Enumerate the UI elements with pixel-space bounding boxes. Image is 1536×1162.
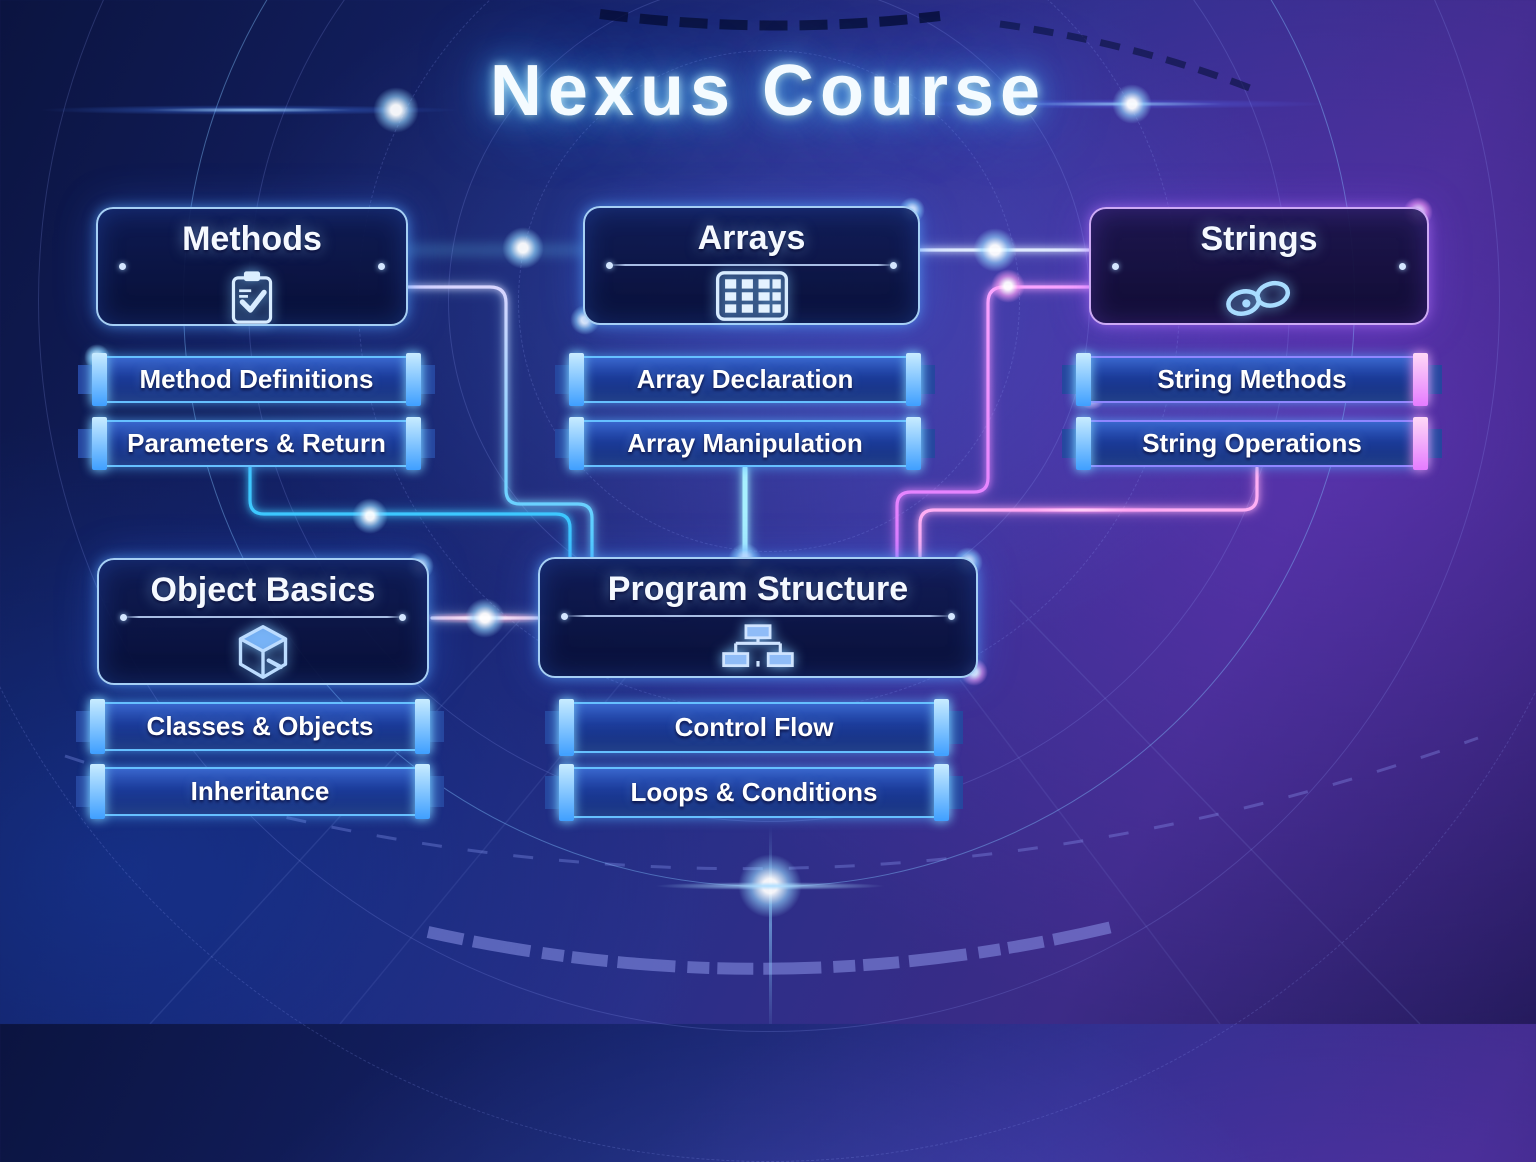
node-divider [606,262,897,268]
subtopic-label: String Operations [1142,428,1362,458]
subtopic-label: Array Declaration [636,364,854,394]
clipboard-check-icon [225,269,279,327]
page-title: Nexus Course [489,51,1047,131]
subtopic-label: Classes & Objects [146,711,374,741]
node-program-structure[interactable]: Program Structure [538,557,978,678]
connector-parameters-program [248,464,572,559]
node-title: Arrays [697,219,806,257]
node-divider [120,614,406,620]
subtopic-label: Loops & Conditions [630,777,878,807]
node-divider [561,613,955,619]
node-title: Methods [182,220,322,258]
node-methods[interactable]: Methods [96,207,408,326]
cube-icon [232,622,294,683]
node-title: Object Basics [150,571,376,609]
subtopic-label: String Methods [1157,364,1347,394]
subtopic-parameters-return[interactable]: Parameters & Return [92,417,421,470]
node-title: Program Structure [607,570,909,608]
node-arrays[interactable]: Arrays [583,206,920,325]
subtopic-label: Array Manipulation [627,428,863,458]
subtopic-label: Control Flow [674,712,834,742]
subtopic-string-operations[interactable]: String Operations [1076,417,1428,470]
subtopic-label: Inheritance [190,776,330,806]
subtopic-label: Parameters & Return [127,428,386,458]
grid-icon [714,270,790,323]
subtopic-array-manipulation[interactable]: Array Manipulation [569,417,921,470]
light-flares [40,84,1433,1024]
chain-link-icon [1213,269,1305,327]
subtopic-control-flow[interactable]: Control Flow [559,699,949,756]
connector-stringops-program [918,466,1259,559]
connector-strings-program [895,285,1092,559]
subtopic-loops-conditions[interactable]: Loops & Conditions [559,764,949,821]
subtopic-method-definitions[interactable]: Method Definitions [92,353,421,406]
node-object-basics[interactable]: Object Basics [97,558,429,685]
connector-lines [64,9,1479,1024]
subtopic-array-declaration[interactable]: Array Declaration [569,353,921,406]
node-title: Strings [1200,220,1318,258]
subtopic-string-methods[interactable]: String Methods [1076,353,1428,406]
subtopic-inheritance[interactable]: Inheritance [90,764,430,819]
connector-methods-program [406,285,594,559]
subtopic-classes-objects[interactable]: Classes & Objects [90,699,430,754]
flowchart-icon [716,621,800,676]
node-strings[interactable]: Strings [1089,207,1429,325]
subtopic-label: Method Definitions [139,364,374,394]
